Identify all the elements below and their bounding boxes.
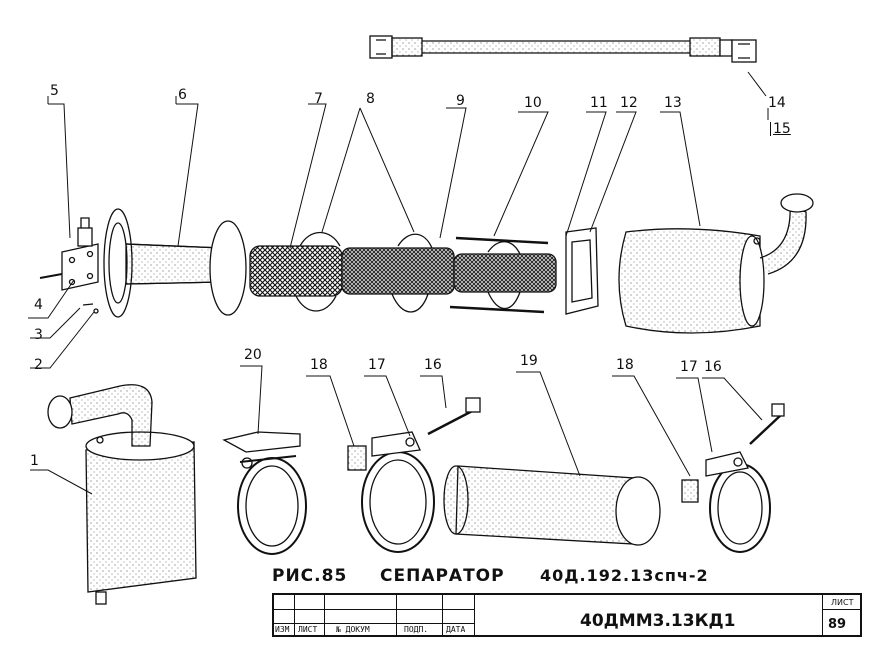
callout-18-left: 18 — [310, 357, 328, 373]
callout-7: 7 — [314, 91, 323, 107]
inlet-flange-tube — [39, 208, 247, 318]
figure-code: 40Д.192.13спч-2 — [540, 566, 709, 585]
callout-16-right: 16 — [704, 359, 722, 375]
filter-cartridges — [249, 231, 557, 314]
figure-number: РИС.85 — [272, 566, 348, 586]
housing-with-elbow — [47, 384, 197, 605]
callout-4: 4 — [34, 297, 43, 313]
callout-1: 1 — [30, 453, 39, 469]
callout-17-left: 17 — [368, 357, 386, 373]
callout-5: 5 — [50, 83, 59, 99]
hose-assembly — [369, 35, 757, 63]
col-list: ЛИСТ — [298, 625, 318, 634]
gasket-ring — [565, 227, 599, 315]
rubber-sleeve — [443, 465, 661, 546]
callout-11: 11 — [590, 95, 608, 111]
callout-8: 8 — [366, 91, 375, 107]
callout-20: 20 — [244, 347, 262, 363]
col-podp: ПОДП. — [404, 625, 429, 634]
callout-16-left: 16 — [424, 357, 442, 373]
callout-12: 12 — [620, 95, 638, 111]
callout-19: 19 — [520, 353, 538, 369]
callout-9: 9 — [456, 93, 465, 109]
clamp-16-18-right — [681, 403, 785, 553]
col-dokum: № ДОКУМ — [336, 625, 370, 634]
col-data: ДАТА — [446, 625, 466, 634]
title-block: ИЗМ ЛИСТ № ДОКУМ ПОДП. ДАТА 40ДММ3.13КД1… — [272, 593, 862, 637]
callout-6: 6 — [178, 87, 187, 103]
callout-3: 3 — [34, 327, 43, 343]
document-code: 40ДММ3.13КД1 — [580, 611, 736, 631]
callout-15: 15 — [770, 122, 791, 136]
sheet-number: 89 — [828, 617, 847, 632]
callout-13: 13 — [664, 95, 682, 111]
callout-17-right: 17 — [680, 359, 698, 375]
col-izm: ИЗМ — [275, 625, 290, 634]
clamp-16-18-middle — [347, 397, 481, 553]
callout-18-right: 18 — [616, 357, 634, 373]
callout-2: 2 — [34, 357, 43, 373]
separator-housing — [618, 193, 814, 334]
sheet-label: ЛИСТ — [831, 598, 854, 607]
callout-10: 10 — [524, 95, 542, 111]
clamp-20 — [222, 431, 307, 555]
callout-14: 14 — [768, 95, 786, 111]
leader-lines — [28, 71, 769, 495]
figure-title: СЕПАРАТОР — [380, 566, 505, 586]
